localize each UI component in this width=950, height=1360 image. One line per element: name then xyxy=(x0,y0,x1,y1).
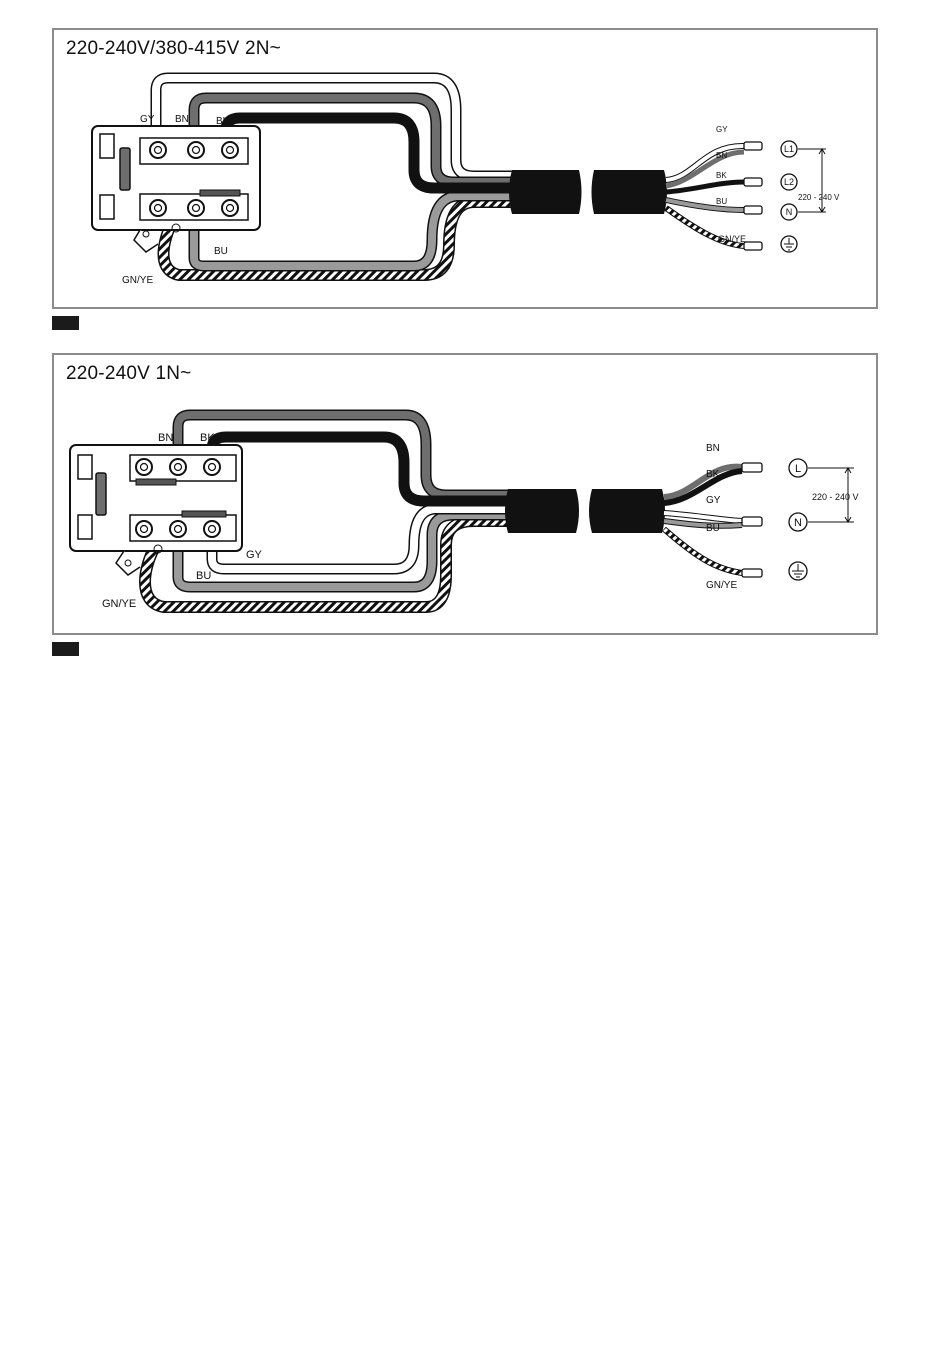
terminal-l: L xyxy=(795,463,801,475)
cable-sheath xyxy=(505,489,665,533)
terminal-n: N xyxy=(786,207,793,217)
end-label-bk: BK xyxy=(706,469,720,480)
label-bn: BN xyxy=(158,432,173,444)
end-label-gnye: GN/YE xyxy=(706,580,737,591)
label-gnye: GN/YE xyxy=(122,275,153,286)
end-label-bu: BU xyxy=(716,197,727,206)
label-bn: BN xyxy=(175,114,189,125)
end-label-bn: BN xyxy=(716,151,727,160)
wiring-diagram-1n: BN BK GY BU GN/YE BN BK GY BU GN/YE L N … xyxy=(54,355,876,633)
diagram-panel-2n: 220-240V/380-415V 2N~ xyxy=(52,28,878,309)
end-label-gnye: GN/YE xyxy=(718,234,746,244)
terminal-l2: L2 xyxy=(784,177,794,187)
cable-sheath xyxy=(509,170,667,214)
wire-ends xyxy=(666,142,762,250)
end-label-gy: GY xyxy=(706,495,721,506)
label-gy: GY xyxy=(246,549,263,561)
label-bk: BK xyxy=(216,116,230,127)
label-gy: GY xyxy=(140,114,155,125)
figure-tab xyxy=(52,642,79,656)
diagram-panel-1n: 220-240V 1N~ xyxy=(52,353,878,635)
label-gnye: GN/YE xyxy=(102,598,136,610)
figure-tab xyxy=(52,316,79,330)
terminal-l1: L1 xyxy=(784,144,794,154)
end-label-gy: GY xyxy=(716,125,728,134)
label-bu: BU xyxy=(196,570,211,582)
end-label-bk: BK xyxy=(716,171,727,180)
end-label-bu: BU xyxy=(706,523,720,534)
wiring-diagram-2n: GY BN BK BU GN/YE GY BN BK BU GN/YE L1 L… xyxy=(54,30,876,307)
voltage-label: 220 - 240 V xyxy=(798,193,840,202)
label-bk: BK xyxy=(200,432,215,444)
wire-ends xyxy=(664,463,762,577)
voltage-label: 220 - 240 V xyxy=(812,492,859,502)
label-bu: BU xyxy=(214,246,228,257)
terminal-n: N xyxy=(794,517,802,529)
end-label-bn: BN xyxy=(706,443,720,454)
